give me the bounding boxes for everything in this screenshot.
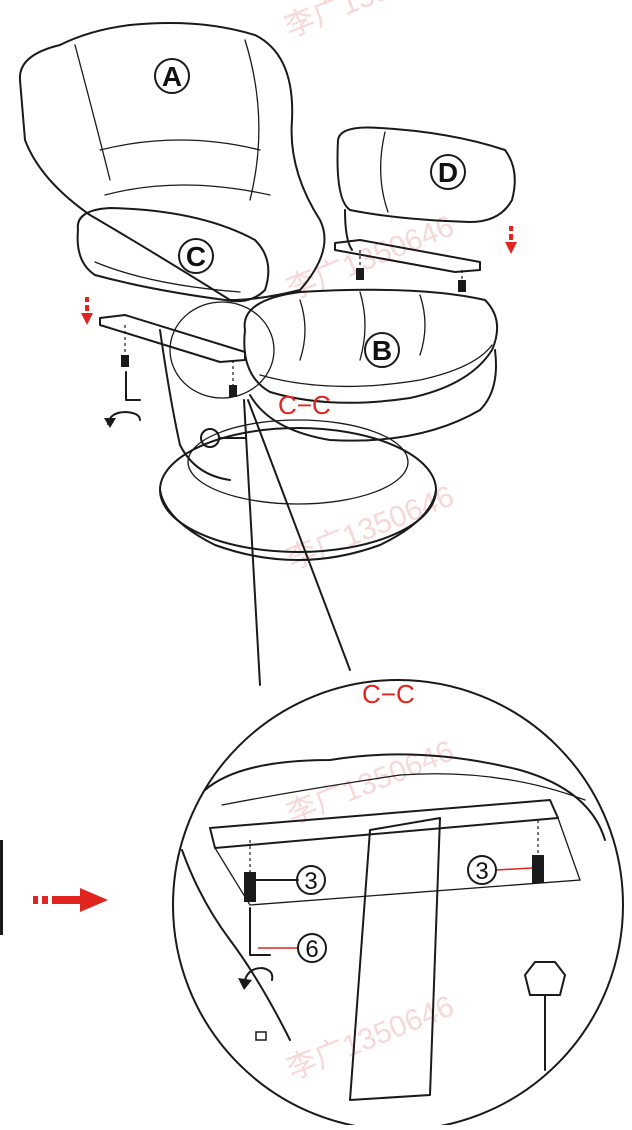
backrest-tufts [99,139,271,196]
callout-leader-3-right [495,867,533,871]
seat-cushion-seam [259,344,493,388]
down-arrow-icon [505,226,517,254]
right-armrest [336,126,516,223]
screw-icon [229,385,237,397]
detail-support [349,817,441,1101]
section-label: C−C [278,390,331,420]
callout-3-right-badge [467,855,497,885]
left-armrest [76,207,270,303]
part-a-label: A [162,61,182,92]
callout-3-left-badge [296,865,326,895]
part-c-label: C [186,241,206,272]
adjust-knob [200,428,220,448]
screw-icon [244,872,256,902]
detail-left-side [181,849,291,1041]
chair-base-rim [159,489,437,561]
callout-3-right: 3 [475,858,488,885]
screw-icon [458,280,466,292]
part-a-badge [154,58,190,94]
backrest [18,22,326,301]
down-arrow-icon [81,297,93,325]
rotate-arrow-head [104,418,116,428]
seat-base [249,349,497,442]
screw-icon [532,855,544,883]
detail-bracket-side [214,817,581,906]
detail-label: C−C [362,679,415,709]
left-armrest-seam [94,261,241,293]
leader-line-right [247,399,351,671]
part-c-badge [178,238,214,274]
part-d-label: D [438,157,458,188]
part-d-badge [430,154,466,190]
left-bracket [99,314,246,363]
part-b-label: B [372,335,392,366]
right-arm-side [344,209,353,251]
detail-view: C−C 3 3 6 [172,679,624,1130]
chair-illustration: A D C B C−C [18,22,517,561]
detail-circle [172,679,624,1130]
watermark-1: 李广135 [280,0,394,44]
watermark-4: 李广1350646 [282,735,458,832]
seat-tufts [299,291,426,361]
callout-6: 6 [305,936,318,963]
edge-mark [0,840,3,935]
callout-6-badge [297,933,327,963]
detail-peg [255,1031,267,1041]
part-b-badge [364,332,400,368]
seat-cushion [243,288,499,404]
right-armrest-seam [380,131,389,213]
callout-3-left: 3 [304,868,317,895]
allen-key-icon [125,371,141,401]
allen-key-icon [249,907,271,956]
screw-icon [356,268,364,280]
right-arrow-icon [33,888,108,912]
rotate-arrow-icon [243,967,274,986]
backrest-seams [74,39,260,201]
screw-icon [121,355,129,367]
right-bracket [334,239,481,273]
detail-cushion-seam [221,773,586,806]
swivel-plate [187,419,409,505]
rotate-arrow-head [238,978,252,990]
leader-line-left [243,399,261,686]
zoom-region [169,301,275,399]
detail-bracket-plate [209,799,559,849]
detail-knob [524,961,566,996]
detail-cushion-top [204,753,606,841]
left-arm-support [159,329,231,481]
